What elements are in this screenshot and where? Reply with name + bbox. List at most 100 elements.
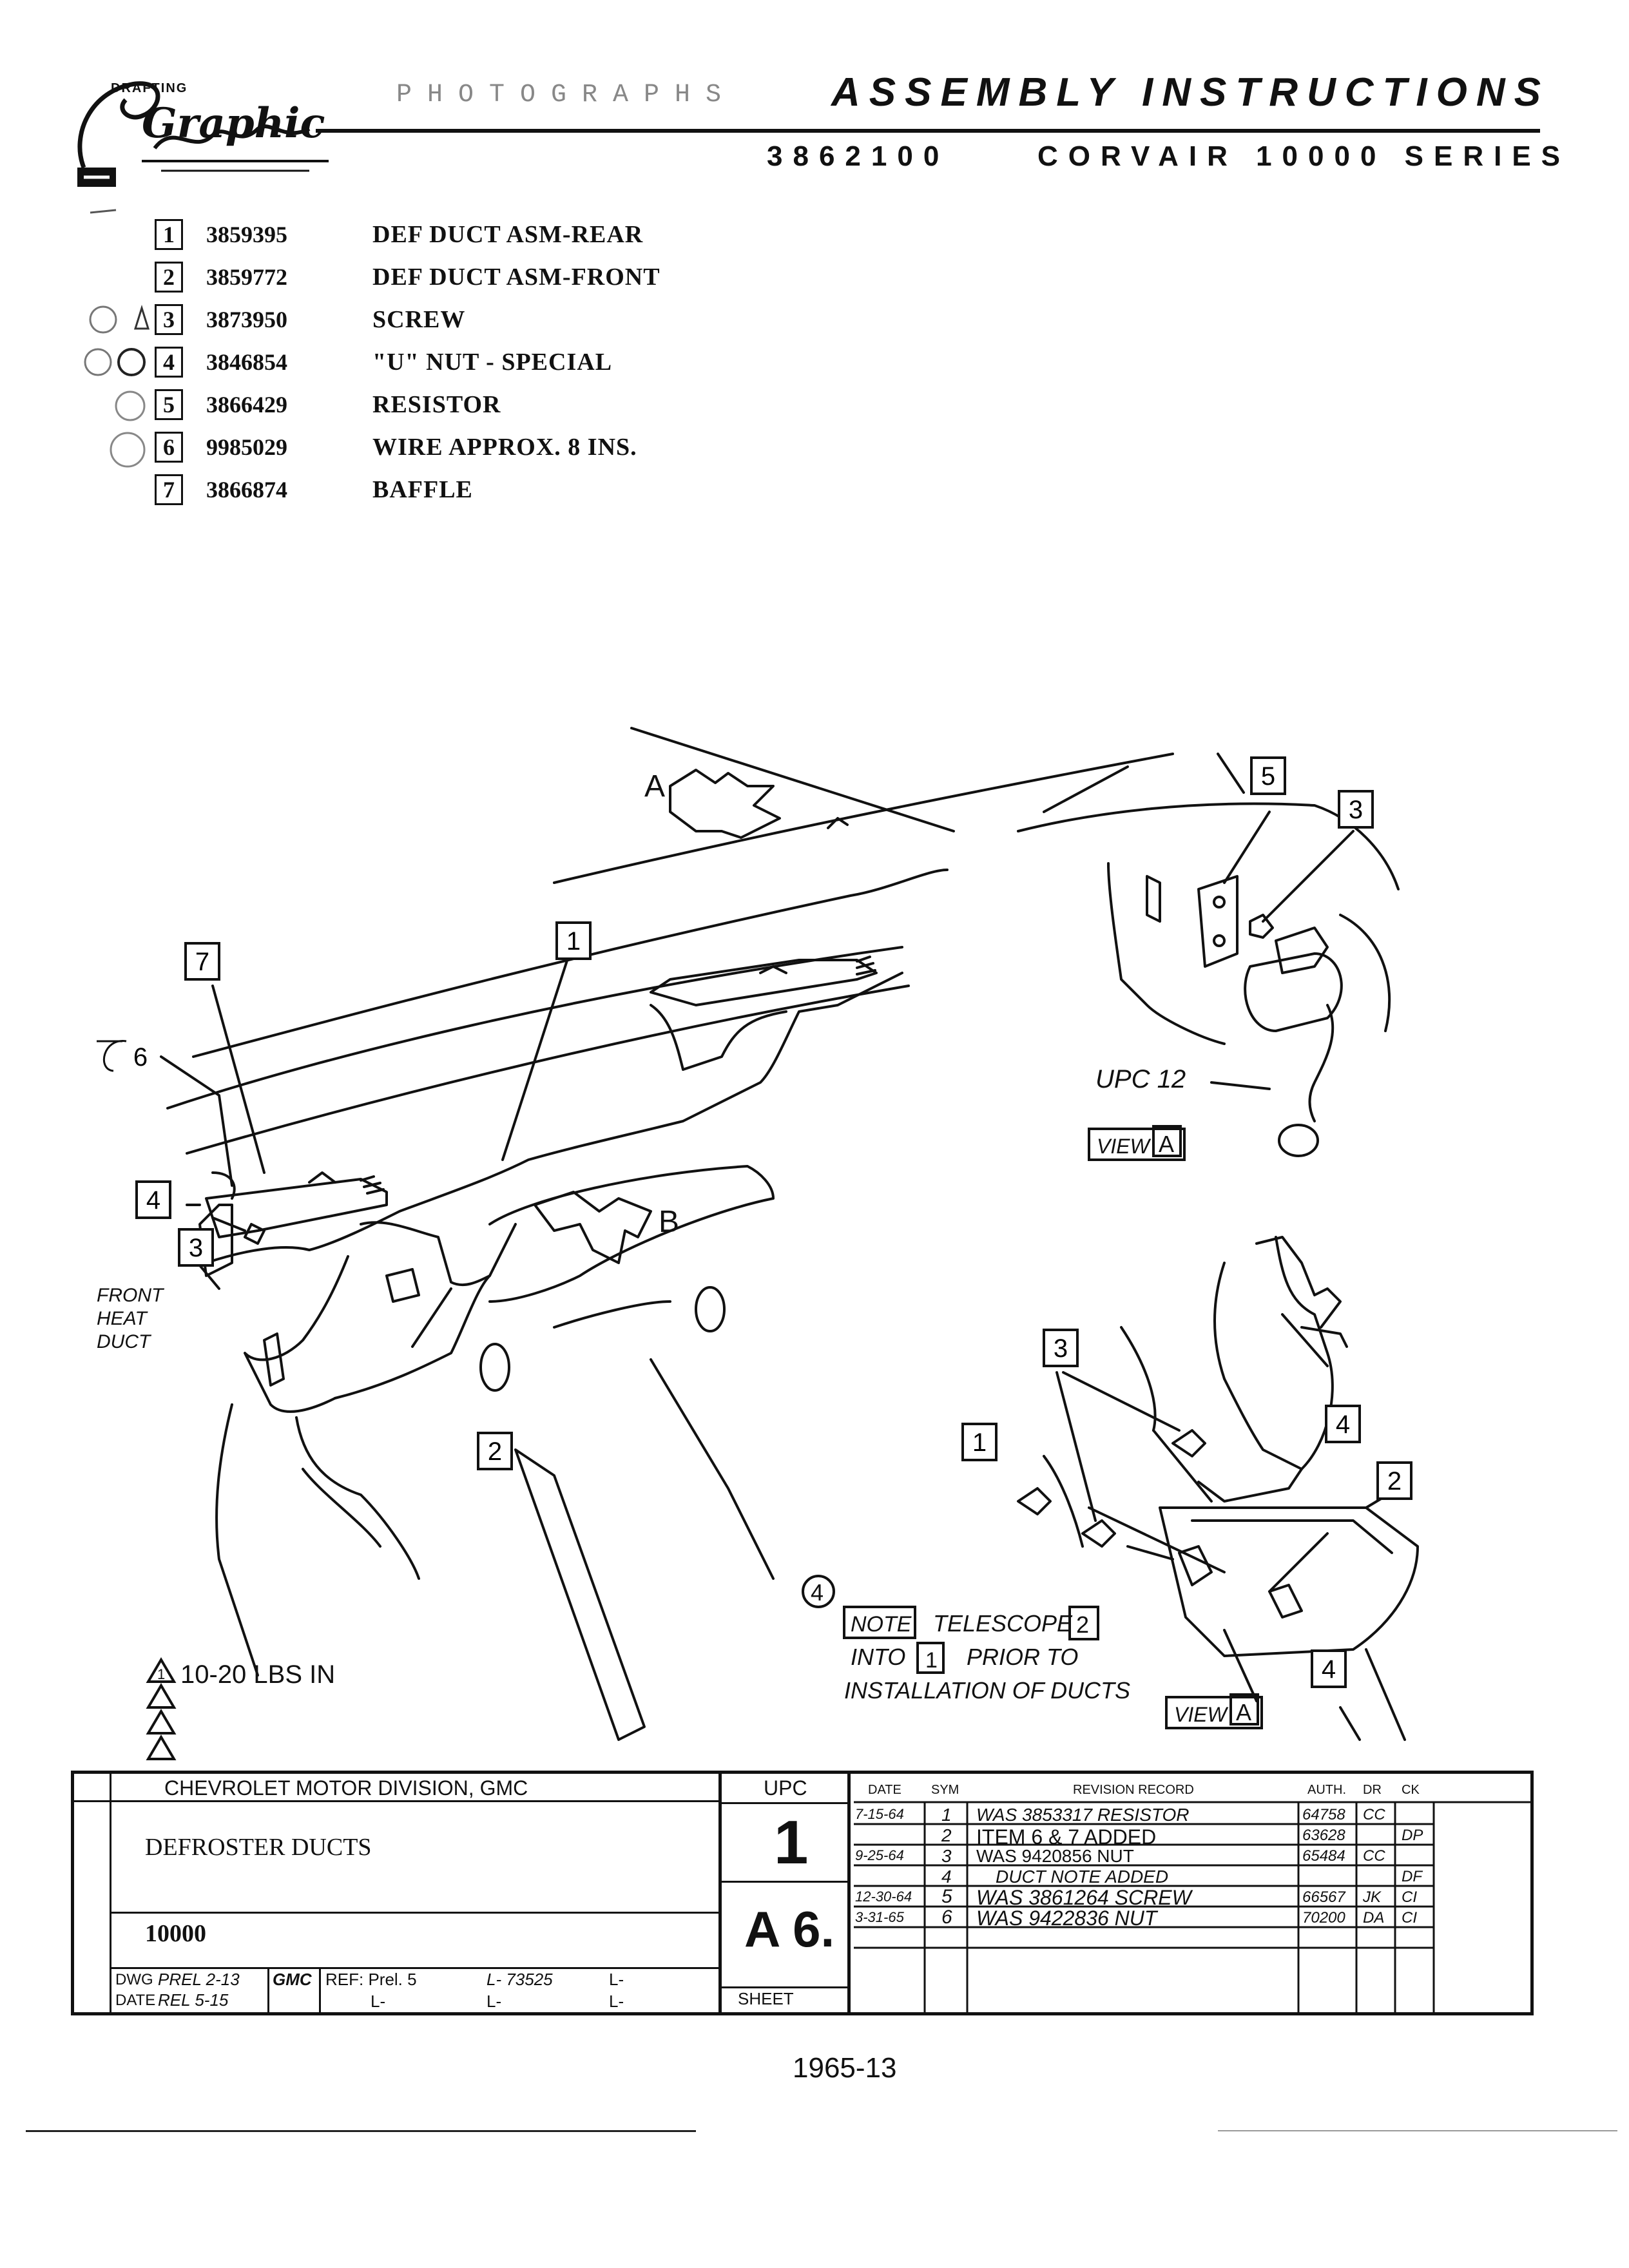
front-duct-outline <box>360 1221 517 1287</box>
screw-hole <box>1213 896 1226 908</box>
part-description: BAFFLE <box>372 476 473 503</box>
callout-7: 7 <box>195 948 209 976</box>
rev-date: 12-30-64 <box>855 1888 912 1905</box>
part-description: RESISTOR <box>372 391 501 418</box>
view-label: VIEW <box>1097 1135 1152 1158</box>
front-duct-outline <box>334 1274 491 1399</box>
part-description: "U" NUT - SPECIAL <box>372 349 613 376</box>
dwg-prel: PREL 2-13 <box>158 1970 240 1989</box>
header-rule <box>316 129 1540 133</box>
rev-header-date: DATE <box>868 1783 901 1797</box>
rev-ck: DP <box>1402 1827 1423 1844</box>
footer-rule <box>26 2130 696 2132</box>
detail-outline <box>1365 1648 1406 1741</box>
dash-edge-line <box>166 946 903 1110</box>
upc-value: 1 <box>774 1808 809 1877</box>
callout-box-5 <box>1250 756 1286 795</box>
callout-box-2 <box>1376 1461 1412 1500</box>
callout-5: 5 <box>1261 762 1275 791</box>
sheet-label: SHEET <box>738 1989 794 2008</box>
part-row: 7 3866874 BAFFLE <box>155 470 472 509</box>
rev-header-auth: AUTH. <box>1307 1783 1346 1797</box>
torque-symbol: 1 <box>157 1666 165 1682</box>
rev-dr: DA <box>1363 1909 1385 1927</box>
rev-record: ITEM 6 & 7 ADDED <box>976 1825 1157 1849</box>
part-number: 3846854 <box>206 349 287 375</box>
leader-line <box>411 1287 452 1348</box>
item-number-box: 3 <box>155 304 183 335</box>
note-label: NOTE <box>851 1612 912 1637</box>
dash-support-line <box>650 1358 775 1580</box>
item-number-box: 6 <box>155 432 183 463</box>
rev-header-sym: SYM <box>931 1783 959 1797</box>
footer-rule <box>1218 2130 1617 2131</box>
baffle-grille-lines <box>360 1175 385 1195</box>
dash-top-line <box>192 869 949 1058</box>
callout-4: 4 <box>1336 1410 1350 1439</box>
part-number: 3859395 <box>206 222 287 247</box>
rev-record: WAS 9420856 NUT <box>976 1846 1134 1866</box>
u-nut-clip <box>1268 1584 1303 1619</box>
faint-header-text: PHOTOGRAPHS <box>396 81 737 110</box>
note-circle <box>802 1575 835 1608</box>
torque-triangle <box>146 1735 177 1760</box>
dash-support-bar <box>514 1448 646 1741</box>
duct-end-outline <box>198 1204 233 1277</box>
leader-line <box>1126 1545 1174 1561</box>
note-callout-1: 1 <box>925 1648 938 1673</box>
series-label: CORVAIR 10000 SERIES <box>1037 140 1571 172</box>
front-duct-outline <box>244 1255 349 1413</box>
date-label: DATE <box>115 1992 156 2009</box>
part-number: 3866874 <box>206 477 287 503</box>
windshield-edge-line <box>553 753 1174 884</box>
rev-auth: 70200 <box>1302 1909 1345 1927</box>
rev-sym: 1 <box>941 1805 952 1825</box>
detail-outline <box>1213 1262 1226 1380</box>
duct-vent-mark <box>759 965 787 974</box>
view-a-letter: A <box>644 769 665 803</box>
leader-line <box>211 985 265 1174</box>
view-b-arrow <box>534 1191 652 1264</box>
dash-panel-line <box>553 1300 671 1329</box>
detail-outline <box>1152 1429 1213 1503</box>
note-line-2b: PRIOR TO <box>967 1644 1078 1670</box>
view-a-outline <box>1017 802 1400 890</box>
leader-line <box>1281 1313 1329 1367</box>
callout-2: 2 <box>1387 1467 1402 1495</box>
rear-duct-outlet <box>650 959 878 1006</box>
rev-record: DUCT NOTE ADDED <box>996 1867 1169 1887</box>
drafter-initials: GMC <box>273 1970 312 1989</box>
revision-record: DATE SYM REVISION RECORD AUTH. DR CK 7-1… <box>854 1774 1530 2012</box>
rev-date: 7-15-64 <box>855 1806 904 1822</box>
view-a-box <box>1165 1696 1263 1729</box>
reference-l3: L- <box>371 1992 386 2011</box>
resistor-bracket <box>1197 875 1239 968</box>
front-duct-detail <box>1159 1506 1419 1657</box>
heat-duct-outline <box>215 1403 259 1677</box>
reference: REF: Prel. 5 <box>325 1970 417 1989</box>
part-description: DEF DUCT ASM-REAR <box>372 221 644 248</box>
rev-date: 3-31-65 <box>855 1909 904 1925</box>
leader-line <box>160 1055 233 1187</box>
part-number: 3859772 <box>206 264 287 290</box>
rev-header-ck: CK <box>1402 1783 1420 1797</box>
leader-line <box>1262 830 1354 923</box>
view-letter: A <box>1236 1699 1251 1725</box>
view-a-outline <box>1107 862 1226 1045</box>
view-a-outline <box>1043 753 1245 813</box>
leader-line <box>1268 1532 1329 1593</box>
rev-header-record: REVISION RECORD <box>1073 1783 1194 1797</box>
detail-outline <box>1339 1706 1361 1741</box>
screw-head <box>1081 1519 1116 1548</box>
dwg-label: DWG <box>115 1971 153 1988</box>
screw-hole <box>1213 934 1226 947</box>
rear-duct-outline <box>650 1004 787 1071</box>
rev-ck: CI <box>1402 1909 1417 1927</box>
rev-header-dr: DR <box>1363 1783 1382 1797</box>
upc-label: UPC 12 <box>1095 1065 1186 1093</box>
detail-duct-outline <box>1300 1326 1348 1348</box>
dash-edge-line <box>186 985 910 1155</box>
title-block: CHEVROLET MOTOR DIVISION, GMC DEFROSTER … <box>71 1771 1534 2015</box>
rev-record: WAS 9422836 NUT <box>976 1907 1157 1930</box>
clip-mark <box>827 817 849 829</box>
